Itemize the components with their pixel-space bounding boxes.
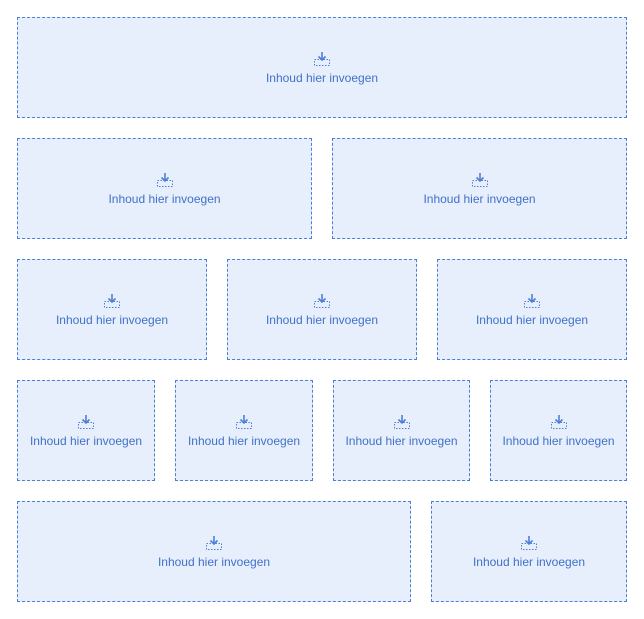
- slot-label: Inhoud hier invoegen: [472, 554, 586, 569]
- content-slot[interactable]: Inhoud hier invoegen: [333, 380, 470, 481]
- content-slot[interactable]: Inhoud hier invoegen: [175, 380, 313, 481]
- insert-content-icon: [550, 414, 567, 429]
- insert-content-icon: [236, 414, 252, 429]
- content-slot[interactable]: Inhoud hier invoegen: [17, 17, 627, 118]
- slot-label: Inhoud hier invoegen: [265, 70, 379, 85]
- insert-content-icon: [314, 293, 330, 308]
- slot-label: Inhoud hier invoegen: [157, 554, 271, 569]
- slot-label: Inhoud hier invoegen: [345, 433, 458, 448]
- content-slot[interactable]: Inhoud hier invoegen: [17, 259, 207, 360]
- insert-content-icon: [314, 51, 330, 66]
- content-slot[interactable]: Inhoud hier invoegen: [17, 501, 411, 602]
- slot-label: Inhoud hier invoegen: [502, 433, 615, 448]
- content-slot[interactable]: Inhoud hier invoegen: [431, 501, 627, 602]
- insert-content-icon: [521, 535, 537, 550]
- content-slot[interactable]: Inhoud hier invoegen: [437, 259, 627, 360]
- slot-label: Inhoud hier invoegen: [55, 312, 169, 327]
- slot-label: Inhoud hier invoegen: [187, 433, 301, 448]
- slot-label: Inhoud hier invoegen: [29, 433, 143, 448]
- content-slot[interactable]: Inhoud hier invoegen: [17, 138, 312, 239]
- slot-label: Inhoud hier invoegen: [475, 312, 589, 327]
- insert-content-icon: [524, 293, 540, 308]
- slot-label: Inhoud hier invoegen: [265, 312, 379, 327]
- content-slot[interactable]: Inhoud hier invoegen: [490, 380, 627, 481]
- content-slot[interactable]: Inhoud hier invoegen: [332, 138, 627, 239]
- content-slot[interactable]: Inhoud hier invoegen: [17, 380, 155, 481]
- insert-content-icon: [78, 414, 94, 429]
- insert-content-icon: [104, 293, 120, 308]
- slot-label: Inhoud hier invoegen: [423, 191, 536, 206]
- slot-label: Inhoud hier invoegen: [108, 191, 221, 206]
- insert-content-icon: [156, 172, 173, 187]
- insert-content-icon: [393, 414, 410, 429]
- content-slot[interactable]: Inhoud hier invoegen: [227, 259, 417, 360]
- insert-content-icon: [471, 172, 488, 187]
- insert-content-icon: [206, 535, 222, 550]
